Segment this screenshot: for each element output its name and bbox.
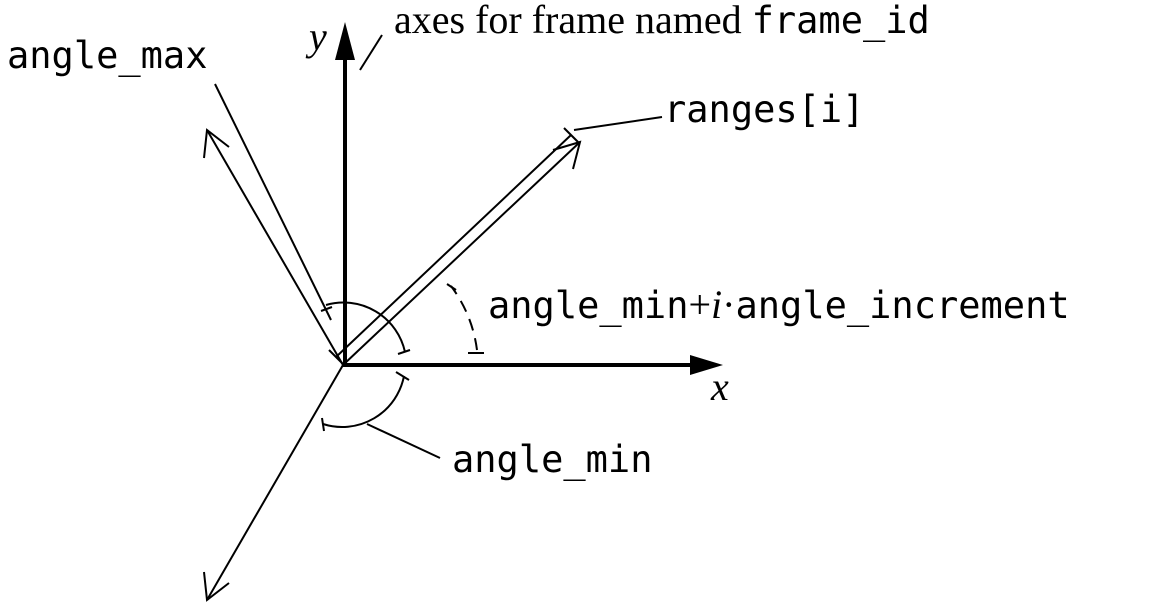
angle-min-label: angle_min [452,438,652,482]
formula-angle-min: angle_min [488,284,688,328]
increment-formula-label: angle_min+i·angle_increment [488,282,1070,328]
frame-id-label: frame_id [752,0,930,43]
angle-max-arrowhead [203,128,230,159]
angle-max-ray [203,128,344,366]
angle-max-arc [320,301,411,355]
angle-min-leader [366,423,441,459]
ranges-label: ranges[i] [664,88,864,131]
frame-axes [335,22,723,375]
angle-min-arrowhead [203,571,230,602]
increment-arc [446,283,484,354]
formula-dot: · [722,282,735,327]
range-ray [328,127,582,366]
x-axis-label: x [710,364,729,409]
y-axis-label: y [305,14,327,59]
formula-angle-increment: angle_increment [736,284,1070,328]
angle-max-leader [214,83,332,321]
angle-min-ray [203,364,344,602]
formula-plus: + [688,282,711,327]
frame-label-leader [359,34,383,71]
x-axis-arrowhead [690,355,723,375]
range-dimension-line [335,134,572,358]
frame-label-prefix: axes for frame named [394,0,752,42]
formula-i: i [711,282,722,327]
range-dimension-tick-end [563,127,579,143]
y-axis-arrowhead [335,22,355,60]
range-arrowhead [552,140,582,170]
angle-min-arc [321,371,410,432]
angle-max-label: angle_max [7,34,207,78]
frame-axes-label: axes for frame named frame_id [394,0,930,43]
range-dimension-tick-start [328,349,344,365]
range-label-leader [573,116,663,131]
